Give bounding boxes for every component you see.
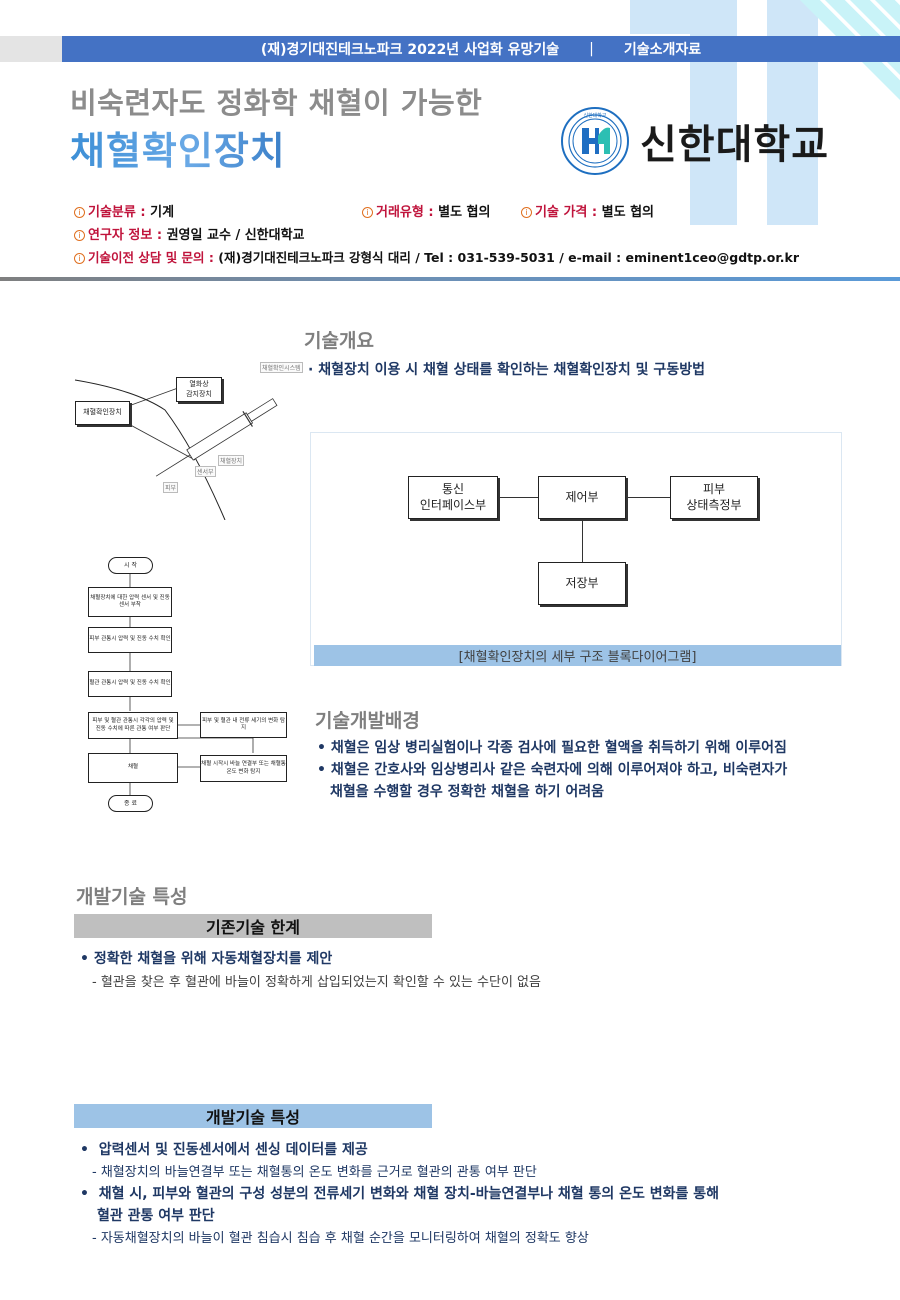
svg-text:신한대학교: 신한대학교 bbox=[583, 112, 606, 119]
header-banner: (재)경기대진테크노파크 2022년 사업화 유망기술 | 기술소개자료 bbox=[62, 36, 900, 62]
sensor-label: 센서부 bbox=[195, 466, 216, 477]
overview-bullet: · 채혈장치 이용 시 채혈 상태를 확인하는 채혈확인장치 및 구동방법 bbox=[308, 362, 705, 378]
connector-line bbox=[626, 497, 670, 498]
syringe-label: 채혈장치 bbox=[218, 455, 245, 466]
overview-heading: 기술개요 bbox=[304, 330, 374, 352]
flow-step-4: 피부 및 혈관 관통시 각각의 압력 및 진동 수치에 따른 관통 여부 판단 bbox=[88, 712, 178, 739]
info-circle-icon: i bbox=[74, 253, 85, 264]
background-bullet-2: • 채혈은 간호사와 임상병리사 같은 숙련자에 의해 이루어져야 하고, 비숙… bbox=[317, 762, 788, 778]
overview-tag: 채혈확인시스템 bbox=[260, 362, 303, 373]
dev-band: 개발기술 특성 bbox=[74, 1104, 432, 1128]
shinhan-university-emblem-icon: 신한대학교 bbox=[561, 107, 629, 175]
control-block: 제어부 bbox=[538, 476, 626, 519]
flow-side-1: 피부 및 혈관 내 전류 세기의 변화 탐지 bbox=[200, 712, 287, 738]
banner-separator: | bbox=[589, 41, 594, 57]
banner-doc-type: 기술소개자료 bbox=[623, 42, 702, 58]
dev-bullet-2-cont: 혈관 관통 여부 판단 bbox=[97, 1208, 215, 1224]
flow-step-1: 채혈장치에 대한 압력 센서 및 진동 센서 부착 bbox=[88, 587, 172, 617]
info-circle-icon: i bbox=[362, 207, 373, 218]
background-bullet-2-cont: 채혈을 수행할 경우 정확한 채혈을 하기 어려움 bbox=[330, 784, 604, 800]
bullet-icon: • bbox=[80, 951, 94, 967]
dev-bullet-1: • 압력센서 및 진동센서에서 센싱 데이터를 제공 bbox=[80, 1142, 368, 1158]
dev-sub-2: - 자동채혈장치의 바늘이 혈관 침습시 침습 후 채혈 순간을 모니터링하여 … bbox=[92, 1231, 589, 1246]
banner-org-title: (재)경기대진테크노파크 2022년 사업화 유망기술 bbox=[260, 42, 560, 58]
skin-label: 피부 bbox=[163, 482, 179, 493]
bullet-icon: · bbox=[308, 362, 319, 378]
page-title: 채혈확인장치 bbox=[70, 120, 286, 175]
connector-line bbox=[582, 520, 583, 563]
bullet-icon: • bbox=[80, 1186, 99, 1202]
decorative-bar bbox=[630, 0, 690, 34]
device-box: 채혈확인장치 bbox=[75, 401, 130, 425]
dev-sub-1: - 채혈장치의 바늘연결부 또는 채혈통의 온도 변화를 근거로 혈관의 관통 … bbox=[92, 1165, 537, 1180]
bullet-icon: • bbox=[80, 1142, 99, 1158]
header-divider bbox=[0, 277, 900, 281]
flow-side-2: 채혈 시작시 바늘 연결부 또는 채혈통 온도 변화 탐지 bbox=[200, 755, 287, 782]
system-illustration bbox=[74, 379, 278, 520]
university-logo: 신한대학교 신한대학교 bbox=[560, 106, 829, 176]
limits-bullet: • 정확한 채혈을 위해 자동채혈장치를 제안 bbox=[80, 951, 333, 967]
flow-start: 시 작 bbox=[108, 557, 153, 574]
bullet-icon: • bbox=[317, 740, 331, 756]
block-diagram-caption: [채혈확인장치의 세부 구조 블록다이어그램] bbox=[314, 645, 841, 666]
page-subtitle: 비숙련자도 정화학 채혈이 가능한 bbox=[70, 86, 483, 120]
limits-sub: - 혈관을 찾은 후 혈관에 바늘이 정확하게 삽입되었는지 확인할 수 있는 … bbox=[92, 975, 541, 990]
background-heading: 기술개발배경 bbox=[315, 710, 420, 732]
flow-step-3: 혈관 관통시 압력 및 진동 수치 확인 bbox=[88, 671, 172, 697]
bullet-icon: • bbox=[317, 762, 331, 778]
flow-step-2: 피부 관통시 압력 및 진동 수치 확인 bbox=[88, 627, 172, 653]
info-circle-icon: i bbox=[74, 207, 85, 218]
features-heading: 개발기술 특성 bbox=[76, 886, 188, 908]
info-circle-icon: i bbox=[74, 230, 85, 241]
flow-end: 종 료 bbox=[108, 795, 153, 812]
storage-block: 저장부 bbox=[538, 562, 626, 605]
info-circle-icon: i bbox=[521, 207, 532, 218]
connector-line bbox=[498, 497, 538, 498]
block-diagram-frame bbox=[310, 432, 842, 666]
banner-accent bbox=[0, 36, 62, 62]
contact-details: (재)경기대진테크노파크 강형식 대리 / Tel : 031-539-5031… bbox=[218, 250, 800, 265]
background-bullet-1: • 채혈은 임상 병리실험이나 각종 검사에 필요한 혈액을 취득하기 위해 이… bbox=[317, 740, 787, 756]
university-name: 신한대학교 bbox=[640, 122, 829, 168]
limits-band: 기존기술 한계 bbox=[74, 914, 432, 938]
flow-step-5: 채혈 bbox=[88, 753, 178, 783]
dev-bullet-2: • 채혈 시, 피부와 혈관의 구성 성분의 전류세기 변화와 채혈 장치-바늘… bbox=[80, 1186, 720, 1202]
flowchart-connectors bbox=[129, 573, 254, 795]
